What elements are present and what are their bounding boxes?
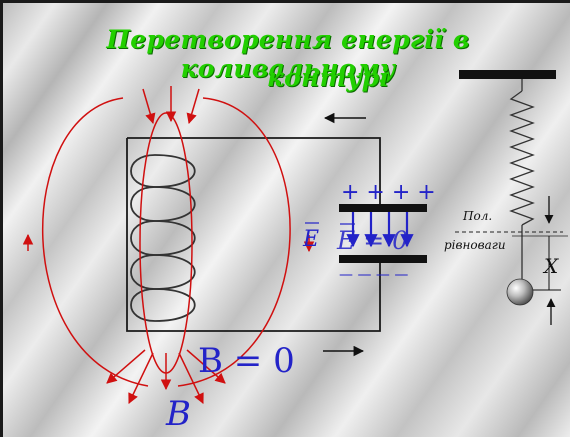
slide-title-line2: контурі <box>266 63 390 92</box>
ceiling-mount <box>459 70 556 79</box>
e-zero-label: E = 0 <box>336 226 408 255</box>
pendulum-ball <box>506 278 534 306</box>
b-label: B <box>165 394 191 434</box>
plus-charges: + + + + <box>341 180 436 205</box>
spring-pendulum <box>455 70 568 325</box>
top-arrow-1 <box>142 88 156 125</box>
b-zero-label: B = 0 <box>198 341 295 381</box>
magnetic-field-lines <box>22 86 315 404</box>
equilibrium-label-2: рівноваги <box>444 238 506 252</box>
x-label: X <box>542 254 559 278</box>
capacitor-plate-top <box>339 204 427 212</box>
capacitor-plate-bottom <box>339 255 427 263</box>
capacitor <box>339 204 427 263</box>
spring <box>509 90 535 226</box>
minus-charges: — — — — <box>339 267 408 283</box>
equilibrium-label-1: Пол. <box>462 209 492 223</box>
circuit-diagram: + + + + — — — — E E = 0 B = 0 B Пол. рів… <box>22 70 568 434</box>
slide-title-line1: Перетворення енергії в коливальному <box>106 25 470 83</box>
top-arrow-3 <box>186 88 200 125</box>
bottom-arrow-4 <box>178 352 204 404</box>
bottom-arrow-5 <box>186 349 226 384</box>
circuit-wires <box>126 137 381 332</box>
bottom-arrow-1 <box>106 349 146 384</box>
e-label: E <box>302 227 319 252</box>
bottom-arrow-2 <box>128 352 154 404</box>
